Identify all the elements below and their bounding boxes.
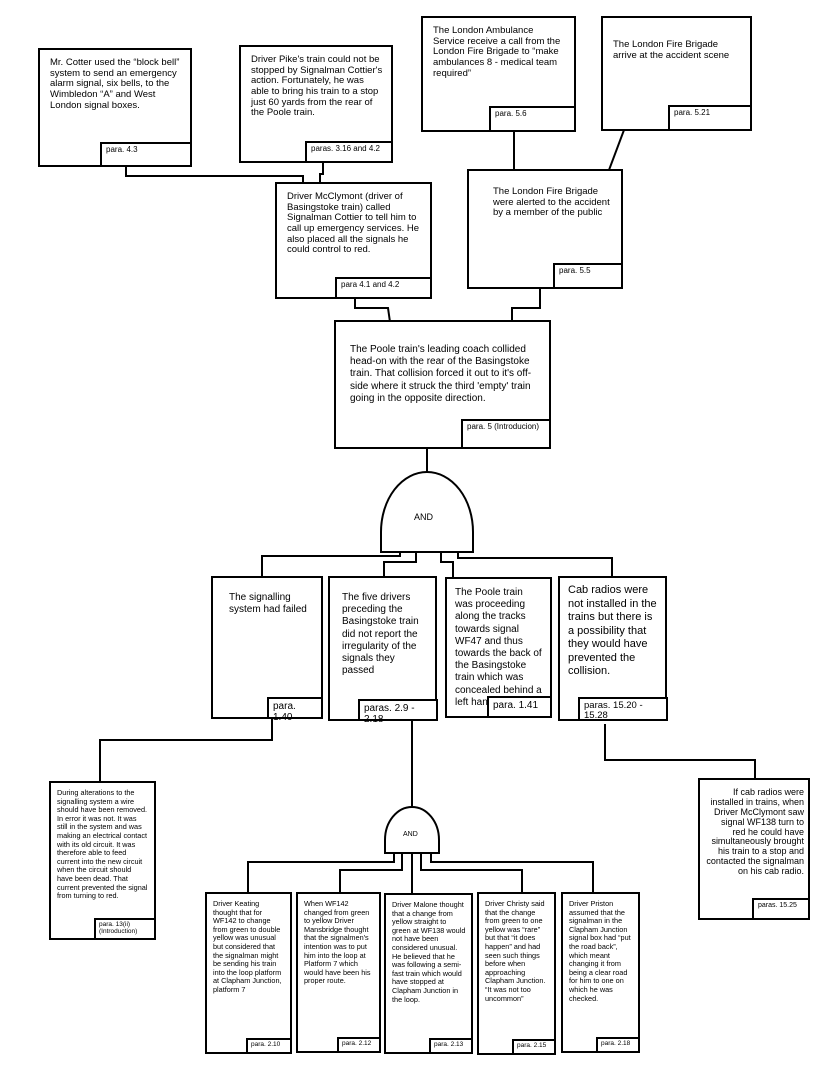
keating-driver-ref: para. 2.10 [246,1038,292,1054]
wire-cause-box: During alterations to the signalling sys… [49,781,156,940]
malone-driver-text: Driver Malone thought that a change from… [392,900,466,1004]
malone-driver-box: Driver Malone thought that a change from… [384,893,473,1054]
christy-driver-text: Driver Christy said that the change from… [485,899,546,1003]
fire-alert-event-ref: para. 5.5 [553,263,623,289]
and-gate-top-shape [380,471,474,553]
pike-event-box: Driver Pike's train could not be stopped… [239,45,393,163]
signalling-failed-ref: para. 1.40 [267,697,323,723]
wire-cause-ref: para. 13(ii) (Introduction) [94,918,156,940]
poole-tracks-ref: para. 1.41 [487,696,552,718]
cotter-event-box: Mr. Cotter used the “block bell” system … [38,48,192,167]
and-gate-bottom-shape [384,806,440,854]
collision-top-event-text: The Poole train's leading coach collided… [350,344,532,404]
cab-radios-text: Cab radios were not installed in the tra… [568,584,657,678]
christy-driver-box: Driver Christy said that the change from… [477,892,556,1055]
wire-cause-text: During alterations to the signalling sys… [57,788,148,901]
mcclymont-event-box: Driver McClymont (driver of Basingstoke … [275,182,432,299]
cotter-event-text: Mr. Cotter used the “block bell” system … [50,57,180,111]
mcclymont-event-text: Driver McClymont (driver of Basingstoke … [287,191,419,256]
mcclymont-event-ref: para 4.1 and 4.2 [335,277,432,299]
signalling-failed-box: The signalling system had failed para. 1… [211,576,323,723]
ambulance-event-text: The London Ambulance Service receive a c… [433,25,561,79]
and-gate-top-label: AND [414,512,434,522]
cab-if-text: If cab radios were installed in trains, … [706,787,804,877]
cotter-event-ref: para. 4.3 [100,142,192,167]
fire-arrive-event-text: The London Fire Brigade arrive at the ac… [613,39,730,61]
pike-event-ref: paras. 3.16 and 4.2 [305,141,393,163]
poole-tracks-text: The Poole train was proceeding along the… [455,587,542,708]
fire-alert-event-box: The London Fire Brigade were alerted to … [467,169,623,289]
five-drivers-ref: paras. 2.9 - 2.18 [358,699,438,725]
priston-driver-ref: para. 2.18 [596,1037,640,1053]
cab-radios-box: Cab radios were not installed in the tra… [558,576,668,721]
mansbridge-driver-ref: para. 2.12 [337,1037,381,1053]
malone-driver-ref: para. 2.13 [429,1038,473,1054]
pike-event-text: Driver Pike's train could not be stopped… [251,54,383,119]
collision-top-event-ref: para. 5 (Introducion) [461,419,551,449]
ambulance-event-ref: para. 5.6 [489,106,576,132]
priston-driver-text: Driver Priston assumed that the signalma… [569,899,631,1003]
fire-arrive-event-ref: para. 5.21 [668,105,752,131]
five-drivers-box: The five drivers preceding the Basingsto… [328,576,438,725]
christy-driver-ref: para. 2.15 [512,1039,556,1055]
keating-driver-box: Driver Keating thought that for WF142 to… [205,892,292,1054]
mansbridge-driver-text: When WF142 changed from green to yellow … [304,899,371,986]
mansbridge-driver-box: When WF142 changed from green to yellow … [296,892,381,1053]
ambulance-event-box: The London Ambulance Service receive a c… [421,16,576,132]
five-drivers-text: The five drivers preceding the Basingsto… [342,592,419,677]
cab-if-ref: paras. 15.25 [752,898,810,920]
cab-radios-ref: paras. 15.20 - 15.28 [578,697,668,721]
fire-alert-event-text: The London Fire Brigade were alerted to … [493,186,610,219]
collision-top-event-box: The Poole train's leading coach collided… [334,320,551,449]
fire-arrive-event-box: The London Fire Brigade arrive at the ac… [601,16,752,131]
priston-driver-box: Driver Priston assumed that the signalma… [561,892,640,1053]
signalling-failed-text: The signalling system had failed [229,592,307,616]
cab-if-box: If cab radios were installed in trains, … [698,778,810,920]
keating-driver-text: Driver Keating thought that for WF142 to… [213,899,282,995]
and-gate-bottom-label: AND [403,831,418,838]
poole-tracks-box: The Poole train was proceeding along the… [445,577,552,718]
